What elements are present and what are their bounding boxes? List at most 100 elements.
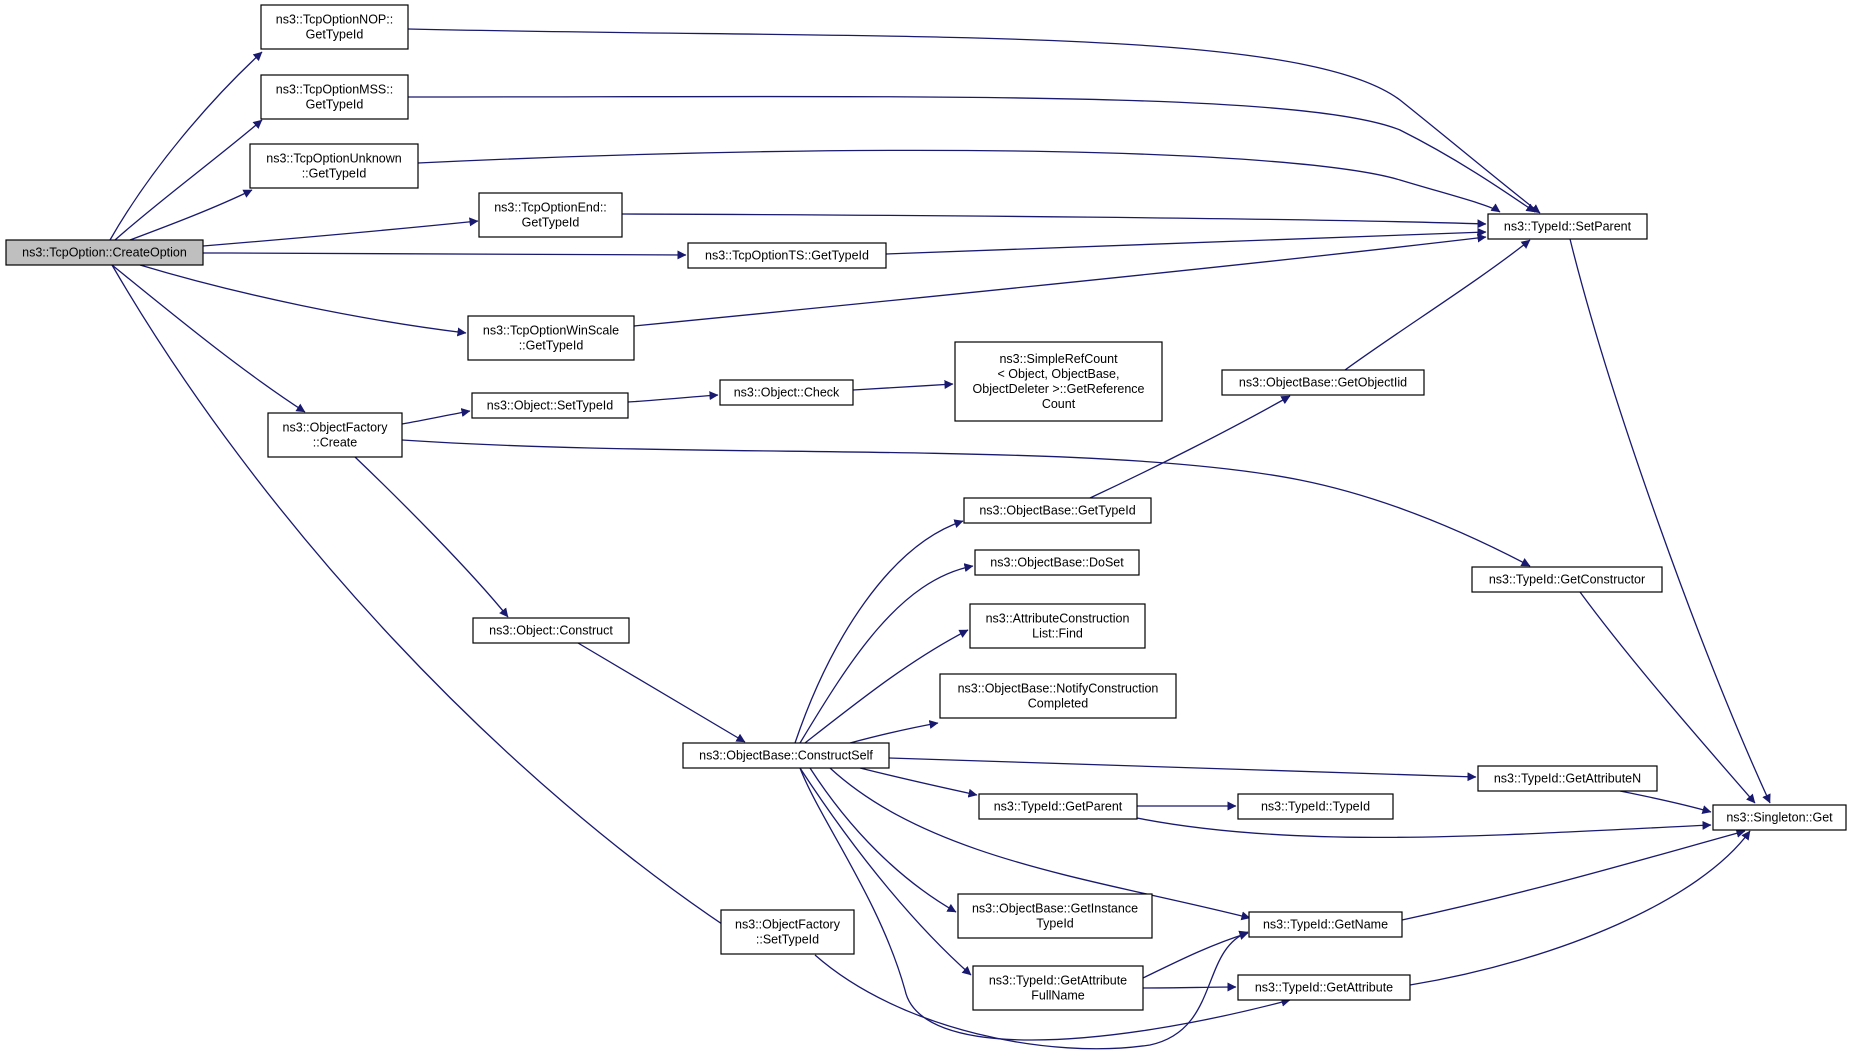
edge-constructself-to-typeid_getattrfullname: [799, 767, 972, 976]
node-label: ns3::TcpOptionNOP::: [276, 13, 393, 27]
node-label: GetTypeId: [522, 216, 580, 230]
edge-constructself-to-notify_completed: [849, 720, 939, 744]
edge-create_option-to-ts_gettypeid: [202, 250, 687, 260]
edge-object_construct-to-constructself: [577, 642, 746, 743]
edge-path: [888, 757, 1477, 782]
node-label: ns3::TypeId::GetName: [1263, 918, 1388, 932]
edge-constructself-to-objectbase_doset: [799, 563, 974, 744]
node-label: Completed: [1028, 697, 1088, 711]
node-notify-completed[interactable]: ns3::ObjectBase::NotifyConstructionCompl…: [939, 673, 1177, 719]
node-label: ns3::TypeId::GetAttribute: [1255, 981, 1393, 995]
node-label: ns3::TypeId::GetConstructor: [1489, 573, 1645, 587]
node-label: ns3::TcpOptionWinScale: [483, 324, 619, 338]
edge-path: [1089, 395, 1291, 499]
node-ts-gettypeid[interactable]: ns3::TcpOptionTS::GetTypeId: [687, 242, 887, 269]
node-label: ::GetTypeId: [302, 167, 367, 181]
edge-path: [401, 439, 1531, 567]
edge-objectfactory_create-to-typeid_getconstructor: [401, 439, 1531, 567]
node-box: [969, 603, 1146, 649]
edge-path: [799, 767, 972, 976]
node-label: ns3::TcpOptionUnknown: [266, 152, 402, 166]
node-singleton-get[interactable]: ns3::Singleton::Get: [1712, 804, 1847, 831]
node-box: [954, 341, 1163, 422]
node-object-settypeid[interactable]: ns3::Object::SetTypeId: [471, 392, 629, 419]
edge-path: [627, 391, 719, 403]
edge-path: [1344, 239, 1531, 371]
node-box: [682, 742, 890, 769]
node-label: ns3::ObjectFactory: [283, 421, 389, 435]
node-objectbase-getobjectiid[interactable]: ns3::ObjectBase::GetObjectIid: [1221, 369, 1425, 396]
node-box: [963, 497, 1152, 524]
edge-path: [809, 767, 957, 913]
node-objectbase-doset[interactable]: ns3::ObjectBase::DoSet: [974, 549, 1140, 576]
node-end-gettypeid[interactable]: ns3::TcpOptionEnd::GetTypeId: [478, 192, 623, 238]
node-label: ns3::Singleton::Get: [1726, 811, 1833, 825]
node-box: [249, 143, 419, 189]
node-box: [467, 315, 635, 361]
node-objectbase-gettypeid[interactable]: ns3::ObjectBase::GetTypeId: [963, 497, 1152, 524]
node-box: [1487, 213, 1648, 240]
node-typeid-getname[interactable]: ns3::TypeId::GetName: [1248, 911, 1403, 938]
edge-path: [829, 767, 1251, 921]
edge-path: [794, 519, 964, 744]
node-label: ns3::AttributeConstruction: [986, 612, 1130, 626]
node-typeid-getattribute[interactable]: ns3::TypeId::GetAttribute: [1237, 974, 1411, 1001]
node-winscale-gettypeid[interactable]: ns3::TcpOptionWinScale::GetTypeId: [467, 315, 635, 361]
node-label: ns3::TcpOptionMSS::: [276, 83, 393, 97]
edge-path: [633, 233, 1487, 327]
node-nop-gettypeid[interactable]: ns3::TcpOptionNOP::GetTypeId: [260, 4, 409, 50]
edge-winscale_gettypeid-to-typeid_setparent: [633, 233, 1487, 327]
function-nodes: ns3::TcpOption::CreateOptionns3::TcpOpti…: [5, 4, 1847, 1011]
node-typeid-typeid[interactable]: ns3::TypeId::TypeId: [1237, 793, 1394, 820]
edge-end_gettypeid-to-typeid_setparent: [621, 213, 1487, 229]
node-label: ns3::ObjectBase::NotifyConstruction: [958, 682, 1159, 696]
edge-path: [885, 227, 1487, 255]
edge-objectbase_gettypeid-to-objectbase_getobjectiid: [1089, 395, 1291, 499]
edge-path: [621, 213, 1487, 229]
node-box: [957, 893, 1153, 939]
node-unknown-gettypeid[interactable]: ns3::TcpOptionUnknown::GetTypeId: [249, 143, 419, 189]
node-label: ns3::ObjectFactory: [735, 918, 841, 932]
edge-create_option-to-winscale_gettypeid: [139, 264, 467, 337]
node-create-option[interactable]: ns3::TcpOption::CreateOption: [5, 239, 204, 266]
edge-constructself-to-objectbase_getinstance: [809, 767, 957, 913]
node-mss-gettypeid[interactable]: ns3::TcpOptionMSS::GetTypeId: [260, 74, 409, 120]
node-simplerefcount[interactable]: ns3::SimpleRefCount< Object, ObjectBase,…: [954, 341, 1163, 422]
edge-objectfactory_create-to-object_settypeid: [401, 408, 471, 425]
node-typeid-getattributen[interactable]: ns3::TypeId::GetAttributeN: [1477, 765, 1658, 792]
edge-path: [804, 629, 969, 744]
edge-objectfactory_settypeid-to-typeid_getname: [814, 930, 1249, 1050]
edge-path: [859, 767, 978, 798]
edge-path: [849, 720, 939, 744]
node-typeid-setparent[interactable]: ns3::TypeId::SetParent: [1487, 213, 1648, 240]
node-objectfactory-create[interactable]: ns3::ObjectFactory::Create: [267, 412, 403, 458]
node-box: [472, 617, 630, 644]
edge-typeid_getattrfullname-to-typeid_getattribute: [1142, 982, 1237, 992]
edge-object_check-to-simplerefcount: [852, 380, 954, 391]
node-typeid-getparent[interactable]: ns3::TypeId::GetParent: [978, 793, 1138, 820]
node-label: ns3::ObjectBase::GetInstance: [972, 902, 1138, 916]
edge-create_option-to-objectfactory_settypeid: [111, 264, 747, 941]
edge-constructself-to-typeid_getattribute: [799, 767, 1291, 1041]
node-label: ns3::TypeId::GetParent: [994, 800, 1123, 814]
node-constructself[interactable]: ns3::ObjectBase::ConstructSelf: [682, 742, 890, 769]
edge-constructself-to-typeid_getname: [829, 767, 1251, 921]
node-box: [1237, 793, 1394, 820]
edge-typeid_setparent-to-singleton_get: [1569, 238, 1771, 804]
node-label: GetTypeId: [306, 28, 364, 42]
edge-constructself-to-attrlist_find: [804, 629, 969, 744]
edge-ts_gettypeid-to-typeid_setparent: [885, 227, 1487, 255]
node-object-check[interactable]: ns3::Object::Check: [719, 379, 854, 406]
edge-path: [1579, 591, 1756, 804]
node-object-construct[interactable]: ns3::Object::Construct: [472, 617, 630, 644]
edge-path: [1409, 830, 1751, 986]
edge-create_option-to-nop_gettypeid: [109, 51, 263, 241]
edge-typeid_getparent-to-singleton_get: [1136, 817, 1712, 839]
node-box: [260, 4, 409, 50]
node-typeid-getconstructor[interactable]: ns3::TypeId::GetConstructor: [1471, 566, 1663, 593]
node-objectfactory-settypeid[interactable]: ns3::ObjectFactory::SetTypeId: [720, 909, 855, 955]
edge-object_settypeid-to-object_check: [627, 391, 719, 403]
